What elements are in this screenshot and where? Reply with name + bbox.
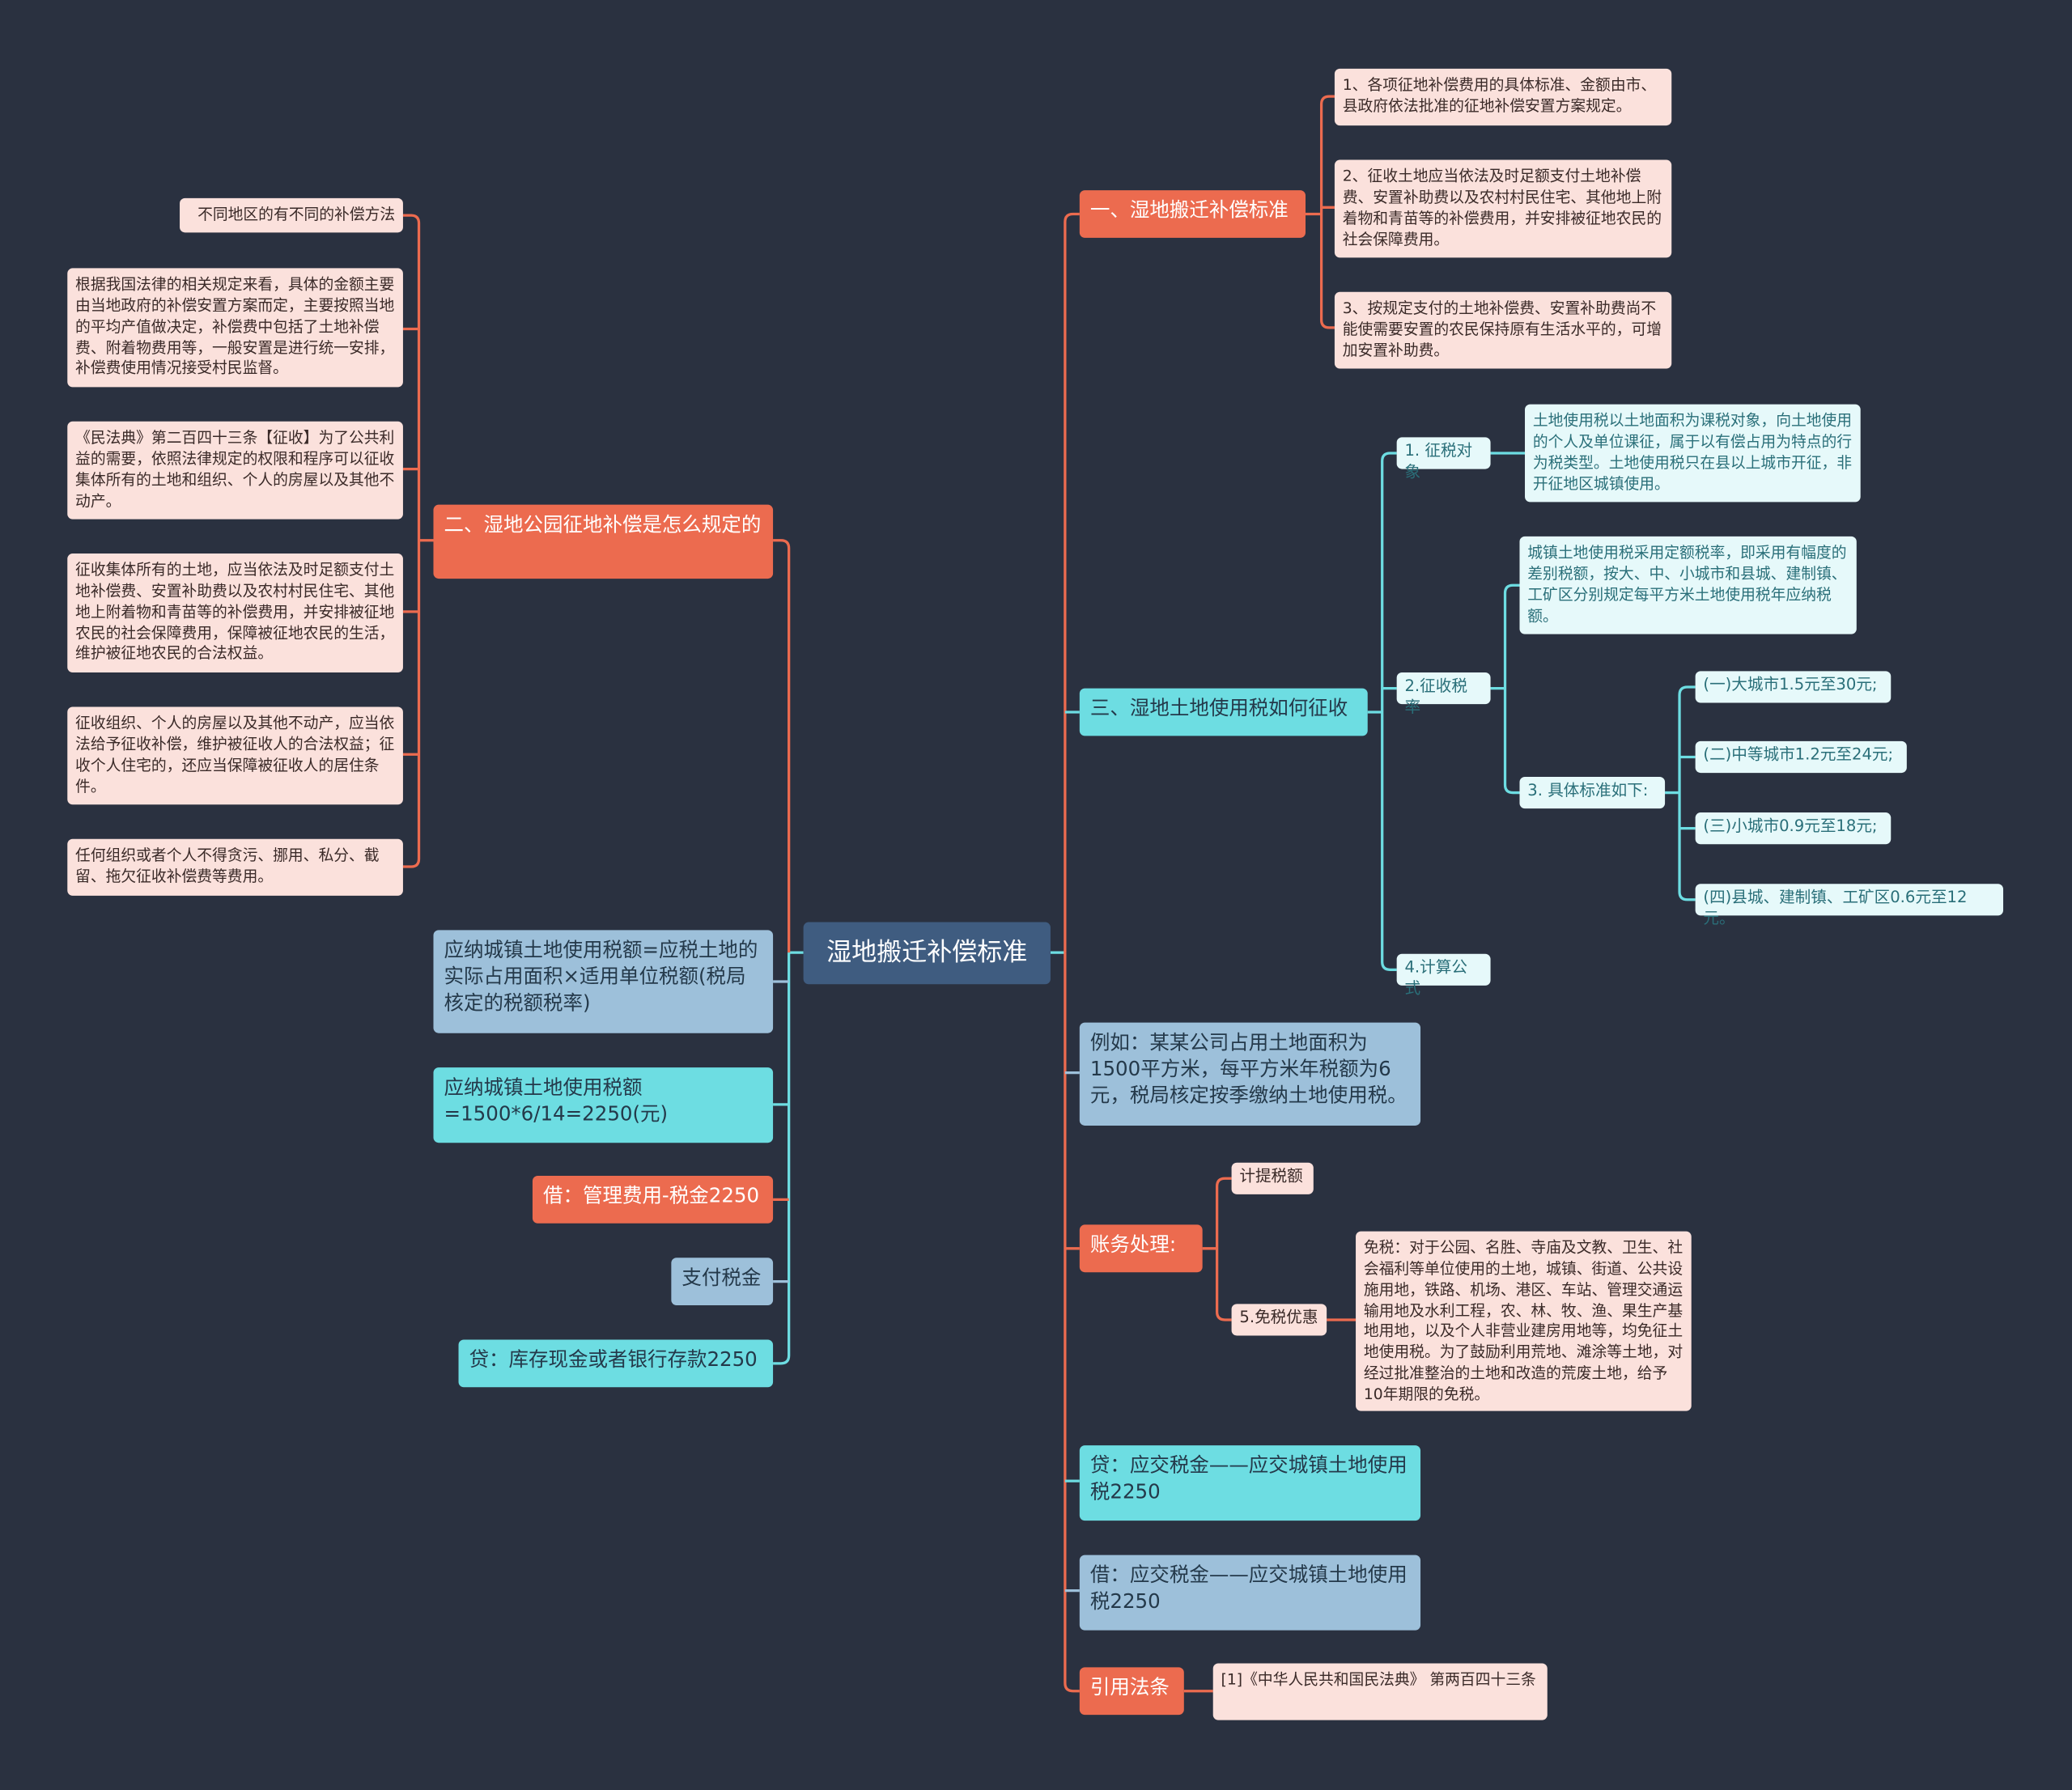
compensation-item-3[interactable]: 《民法典》第二百四十三条【征收】为了公共利益的需要，依照法律规定的权限和程序可以… xyxy=(67,421,403,520)
tax-rate-text[interactable]: 城镇土地使用税采用定额税率，即采用有幅度的差别税额，按大、中、小城市和县城、建制… xyxy=(1519,536,1857,634)
compensation-item-4[interactable]: 征收集体所有的土地，应当依法及时足额支付土地补偿费、安置补助费以及农村村民住宅、… xyxy=(67,554,403,672)
branch-land-use-tax[interactable]: 三、湿地土地使用税如何征收 xyxy=(1079,688,1368,736)
tax-rate-label[interactable]: 2.征收税率 xyxy=(1396,672,1491,716)
example-node[interactable]: 例如：某某公司占用土地面积为1500平方米，每平方米年税额为6元，税局核定按季缴… xyxy=(1079,1022,1421,1126)
root-topic[interactable]: 湿地搬迁补偿标准 xyxy=(803,922,1051,985)
formula-label[interactable]: 4.计算公式 xyxy=(1396,953,1491,998)
formula-general[interactable]: 应纳城镇土地使用税额=应税土地的实际占用面积×适用单位税额(税局核定的税额税率) xyxy=(433,930,774,1033)
branch-wetland-park-compensation[interactable]: 二、湿地公园征地补偿是怎么规定的 xyxy=(433,504,774,579)
tax-exemption-text[interactable]: 免税：对于公园、名胜、寺庙及文教、卫生、社会福利等单位使用的土地，城镇、街道、公… xyxy=(1356,1231,1692,1411)
standard-item-2[interactable]: 2、征收土地应当依法及时足额支付土地补偿费、安置补助费以及农村村民住宅、其他地上… xyxy=(1334,159,1672,258)
compensation-item-1[interactable]: 不同地区的有不同的补偿方法 xyxy=(180,197,403,233)
tax-standard-medium-city[interactable]: (二)中等城市1.2元至24元; xyxy=(1695,740,1907,774)
compensation-item-5[interactable]: 征收组织、个人的房屋以及其他不动产，应当依法给予征收补偿，维护被征收人的合法权益… xyxy=(67,706,403,805)
tax-standard-label[interactable]: 3. 具体标准如下: xyxy=(1519,776,1666,809)
branch-accounting[interactable]: 账务处理: xyxy=(1079,1224,1203,1273)
standard-item-3[interactable]: 3、按规定支付的土地补偿费、安置补助费尚不能使需要安置的农民保持原有生活水平的，… xyxy=(1334,291,1672,369)
tax-exemption-label[interactable]: 5.免税优惠 xyxy=(1231,1304,1327,1336)
credit-cash-or-bank[interactable]: 贷：库存现金或者银行存款2250 xyxy=(458,1339,774,1388)
cited-law-text[interactable]: [1]《中华人民共和国民法典》 第两百四十三条 xyxy=(1212,1663,1548,1720)
tax-standard-small-city[interactable]: (三)小城市0.9元至18元; xyxy=(1695,812,1892,845)
tax-standard-large-city[interactable]: (一)大城市1.5元至30元; xyxy=(1695,671,1892,703)
tax-object-label[interactable]: 1. 征税对象 xyxy=(1396,437,1491,481)
tax-object-text[interactable]: 土地使用税以土地面积为课税对象，向土地使用的个人及单位课征，属于以有偿占用为特点… xyxy=(1525,404,1861,503)
debit-management-expense[interactable]: 借：管理费用-税金2250 xyxy=(532,1176,774,1224)
credit-tax-payable[interactable]: 贷：应交税金——应交城镇土地使用税2250 xyxy=(1079,1445,1421,1521)
standard-item-1[interactable]: 1、各项征地补偿费用的具体标准、金额由市、县政府依法批准的征地补偿安置方案规定。 xyxy=(1334,68,1672,126)
pay-tax-node[interactable]: 支付税金 xyxy=(671,1258,774,1306)
compensation-item-2[interactable]: 根据我国法律的相关规定来看，具体的金额主要由当地政府的补偿安置方案而定，主要按照… xyxy=(67,268,403,388)
compensation-item-6[interactable]: 任何组织或者个人不得贪污、挪用、私分、截留、拖欠征收补偿费等费用。 xyxy=(67,838,403,896)
debit-tax-payable[interactable]: 借：应交税金——应交城镇土地使用税2250 xyxy=(1079,1555,1421,1631)
accrue-tax-node[interactable]: 计提税额 xyxy=(1231,1162,1314,1194)
formula-calculation[interactable]: 应纳城镇土地使用税额=1500*6/14=2250(元) xyxy=(433,1067,774,1143)
branch-relocation-standard[interactable]: 一、湿地搬迁补偿标准 xyxy=(1079,190,1306,238)
branch-cited-law[interactable]: 引用法条 xyxy=(1079,1667,1184,1716)
tax-standard-county[interactable]: (四)县城、建制镇、工矿区0.6元至12元。 xyxy=(1695,884,2004,927)
